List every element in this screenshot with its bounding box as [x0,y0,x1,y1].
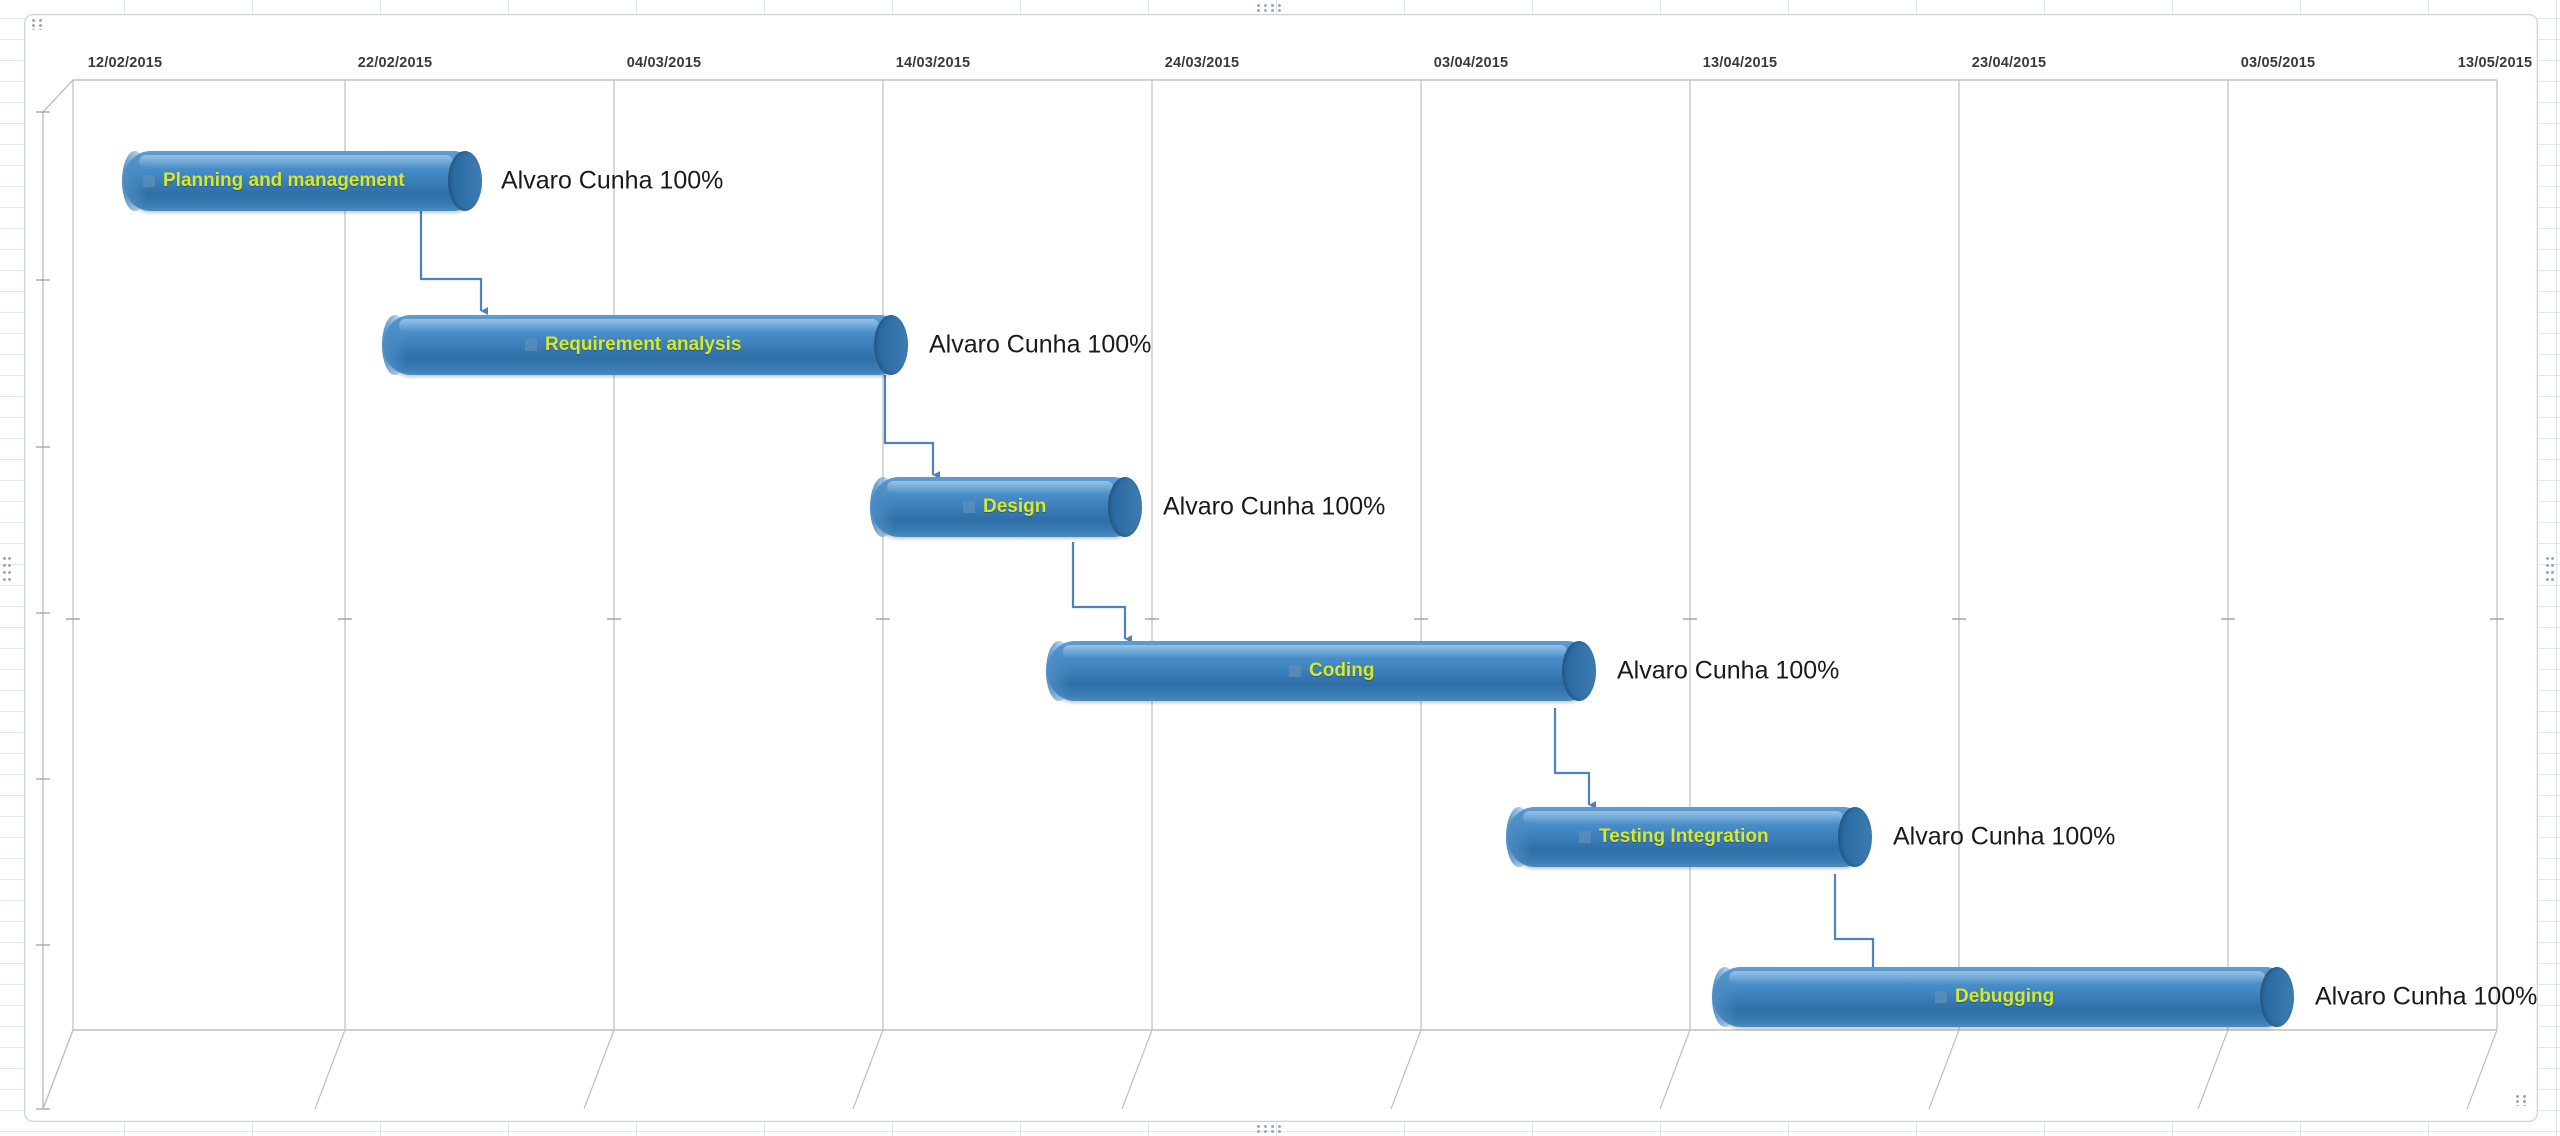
task-row[interactable]: Debugging Alvaro Cunha 100% [1712,967,2537,1027]
chart-3d-frame [36,79,2504,1110]
resize-handle-bottom[interactable] [1255,1124,1281,1133]
task-marker-square-icon [1935,991,1947,1003]
axis-tick-label: 03/04/2015 [1433,55,1509,71]
cylinder-right-cap [448,151,482,211]
task-resource-label: Alvaro Cunha 100% [501,166,724,195]
chart-plot-area[interactable]: 12/02/2015 22/02/2015 04/03/2015 14/03/2… [25,15,2537,1121]
task-marker-square-icon [1289,665,1301,677]
task-bar[interactable] [382,315,908,375]
task-bar[interactable] [1506,807,1872,867]
cylinder-right-cap [1838,807,1872,867]
axis-tick-label: 03/05/2015 [2240,55,2316,71]
cylinder-left-cap [382,315,408,375]
task-bar[interactable] [122,151,482,211]
task-bar[interactable] [1046,641,1596,701]
cylinder-highlight [399,319,879,332]
resize-handle-top[interactable] [1255,3,1281,12]
axis-tick-label: 22/02/2015 [357,55,433,71]
category-gridlines [42,80,2498,1110]
task-bar[interactable] [1712,967,2294,1027]
resize-handle-top-left[interactable] [30,18,46,30]
task-row[interactable]: Testing Integration Alvaro Cunha 100% [1506,807,2115,867]
task-bar-label: Debugging [1955,986,2055,1007]
task-marker-square-icon [1579,831,1591,843]
resize-handle-bottom-right[interactable] [2514,1094,2530,1106]
cylinder-left-cap [1712,967,1738,1027]
cylinder-right-cap [1562,641,1596,701]
axis-tick-label: 24/03/2015 [1164,55,1240,71]
task-resource-label: Alvaro Cunha 100% [929,330,1152,359]
task-row[interactable]: Planning and management Alvaro Cunha 100… [122,151,723,211]
task-resource-label: Alvaro Cunha 100% [1893,822,2116,851]
cylinder-highlight [1063,645,1567,658]
cylinder-right-cap [874,315,908,375]
task-marker-square-icon [963,501,975,513]
cylinder-highlight [887,481,1113,494]
task-row[interactable]: Requirement analysis Alvaro Cunha 100% [382,315,1151,375]
task-marker-square-icon [143,175,155,187]
task-resource-label: Alvaro Cunha 100% [1617,656,1840,685]
axis-tick-label: 14/03/2015 [895,55,971,71]
axis-tick-label: 13/04/2015 [1702,55,1778,71]
task-row[interactable]: Coding Alvaro Cunha 100% [1046,641,1839,701]
cylinder-highlight [139,155,453,168]
cylinder-right-cap [1108,477,1142,537]
cylinder-left-cap [1506,807,1532,867]
task-row[interactable]: Design Alvaro Cunha 100% [870,477,1385,537]
cylinder-left-cap [870,477,896,537]
cylinder-right-cap [2260,967,2294,1027]
task-resource-label: Alvaro Cunha 100% [1163,492,1386,521]
axis-tick-label: 13/05/2015 [2457,55,2533,71]
task-bar-label: Planning and management [163,170,405,191]
axis-tick-label: 12/02/2015 [87,55,163,71]
axis-tick-label: 23/04/2015 [1971,55,2047,71]
task-resource-label: Alvaro Cunha 100% [2315,982,2538,1011]
resize-handle-right[interactable] [2545,555,2554,581]
task-marker-square-icon [525,339,537,351]
task-bar-label: Requirement analysis [545,334,742,355]
cylinder-highlight [1523,811,1843,824]
task-bar-label: Design [983,496,1047,517]
task-bar-label: Testing Integration [1599,826,1769,847]
resize-handle-left[interactable] [2,555,11,581]
cylinder-left-cap [1046,641,1072,701]
axis-tick-label: 04/03/2015 [626,55,702,71]
gantt-chart-object[interactable]: 12/02/2015 22/02/2015 04/03/2015 14/03/2… [24,14,2538,1122]
task-bar[interactable] [870,477,1142,537]
task-bar-label: Coding [1309,660,1375,681]
cylinder-highlight [1729,971,2265,984]
